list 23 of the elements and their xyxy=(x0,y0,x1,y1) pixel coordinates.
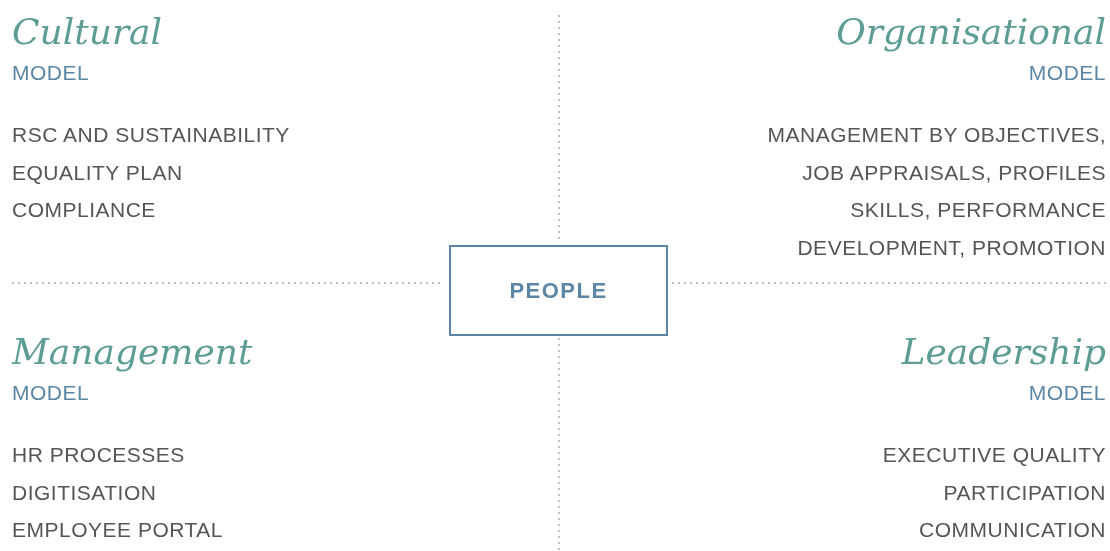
section-subheading: MODEL xyxy=(12,381,90,405)
list-item: COMPLIANCE xyxy=(12,198,156,222)
section-subheading: MODEL xyxy=(1028,381,1106,405)
section-heading: Cultural xyxy=(12,12,163,52)
list-item: EQUALITY PLAN xyxy=(12,160,183,184)
list-item: HR PROCESSES xyxy=(12,443,185,467)
center-box xyxy=(449,245,668,336)
list-item: SKILLS, PERFORMANCE xyxy=(850,198,1106,222)
list-item: COMMUNICATION xyxy=(919,518,1106,542)
list-item: EXECUTIVE QUALITY xyxy=(882,443,1106,467)
list-item: PARTICIPATION xyxy=(943,480,1106,504)
section-heading: Organisational xyxy=(836,12,1106,52)
list-item: DIGITISATION xyxy=(12,480,157,504)
box-label: PEOPLE xyxy=(509,277,608,304)
list-item: EMPLOYEE PORTAL xyxy=(12,518,223,542)
section-heading: Management xyxy=(12,332,253,372)
section-subheading: MODEL xyxy=(12,61,90,85)
list-item: MANAGEMENT BY OBJECTIVES, xyxy=(767,123,1106,147)
section-subheading: MODEL xyxy=(1028,61,1106,85)
list-item: DEVELOPMENT, PROMOTION xyxy=(797,235,1106,259)
list-item: JOB APPRAISALS, PROFILES xyxy=(802,160,1106,184)
section-heading: Leadership xyxy=(901,332,1106,372)
list-item: RSC AND SUSTAINABILITY xyxy=(12,123,290,147)
